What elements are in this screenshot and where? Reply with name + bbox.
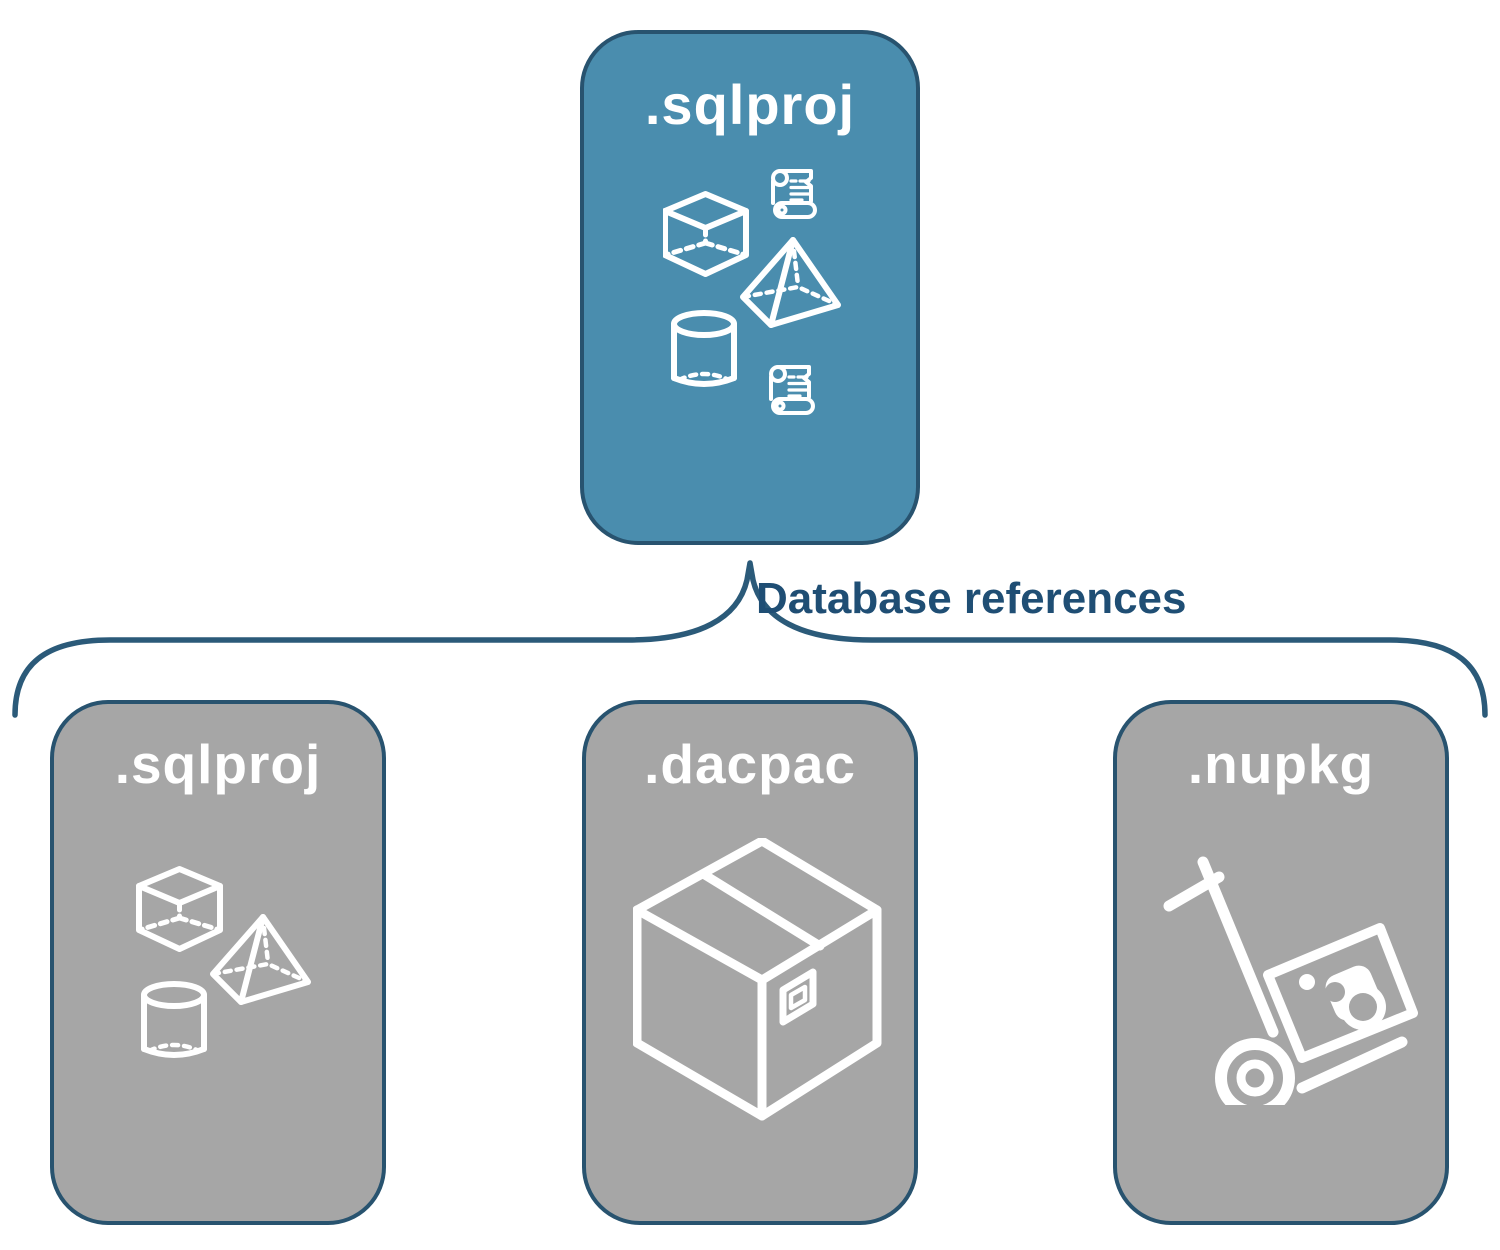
cube-icon — [139, 869, 220, 949]
hand-truck-rail — [1197, 856, 1279, 1038]
package-outline — [1263, 923, 1418, 1063]
root-card-title: .sqlproj — [644, 73, 856, 136]
child-card-title: .nupkg — [1187, 733, 1375, 795]
cube-icon — [665, 194, 746, 274]
brace-connector — [12, 560, 1488, 718]
hand-truck-package-icon — [1163, 856, 1418, 1105]
package-box-icon — [633, 838, 882, 1121]
hand-truck-base — [1296, 1036, 1408, 1094]
scroll-icon — [771, 169, 817, 219]
nuget-logo — [1299, 965, 1386, 1030]
brace-path — [12, 560, 1488, 718]
hand-truck-wheel-hub — [1236, 1059, 1274, 1097]
pyramid-icon — [743, 240, 838, 325]
database-objects-icon-cluster — [135, 858, 315, 1068]
pyramid-icon — [213, 917, 308, 1002]
child-card-dacpac: .dacpac — [582, 700, 918, 1225]
database-objects-icon-cluster — [663, 169, 848, 415]
hand-truck-handle — [1163, 871, 1225, 912]
child-card-sqlproj: .sqlproj — [50, 700, 386, 1225]
child-card-nupkg: .nupkg — [1113, 700, 1449, 1225]
cylinder-icon — [144, 984, 204, 1055]
root-card-sqlproj: .sqlproj — [580, 30, 920, 545]
child-card-title: .dacpac — [644, 733, 856, 795]
hand-truck-wheel — [1215, 1038, 1295, 1105]
child-card-title: .sqlproj — [114, 733, 322, 795]
connector-label: Database references — [756, 574, 1187, 623]
cylinder-icon — [674, 313, 734, 384]
scroll-icon — [769, 365, 815, 415]
